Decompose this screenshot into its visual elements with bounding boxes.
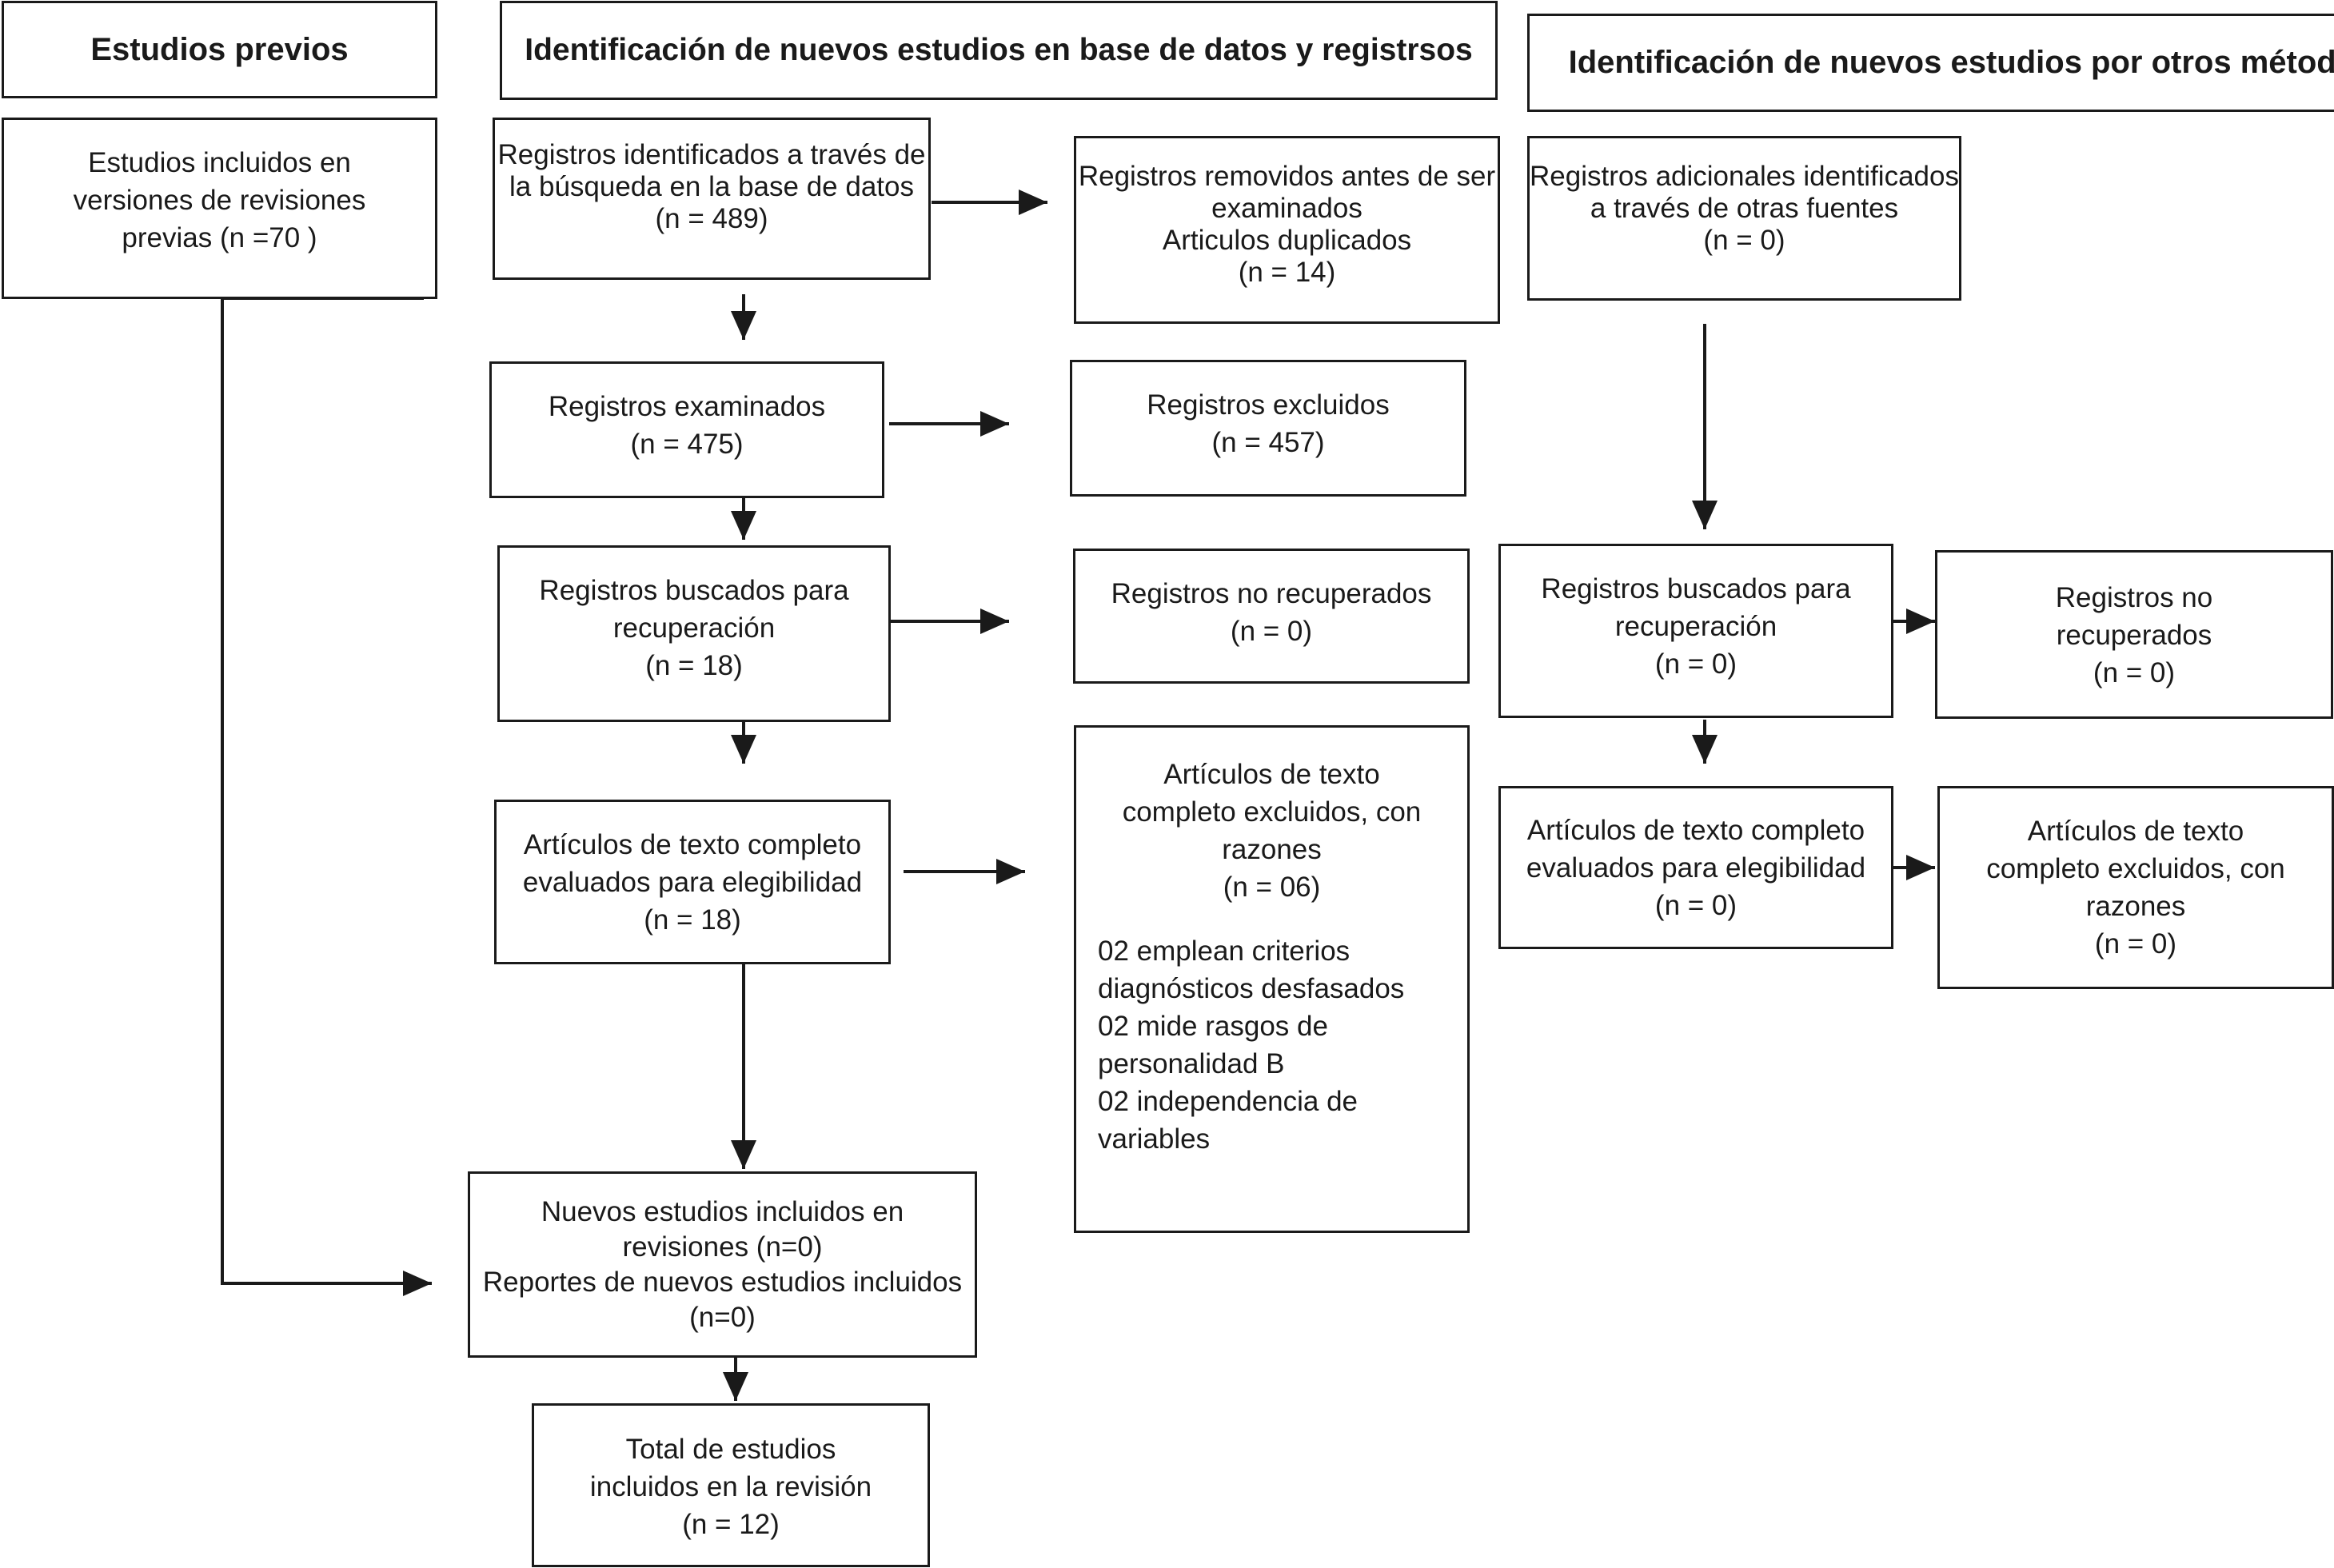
exclusion-reason: diagnósticos desfasados [1098, 973, 1405, 1004]
box-previous-included: Estudios incluidos en versiones de revis… [2, 118, 437, 299]
box-other-excluded: Artículos de texto completo excluidos, c… [1937, 786, 2334, 989]
exclusion-reason: 02 emplean criterios [1098, 936, 1351, 967]
box-db-fulltext-excluded: Artículos de texto completo excluidos, c… [1074, 725, 1470, 1233]
box-other-not-retrieved: Registros no recuperados (n = 0) [1935, 550, 2333, 719]
box-new-included: Nuevos estudios incluidos en revisiones … [468, 1171, 977, 1358]
box-db-sought: Registros buscados para recuperación (n … [497, 545, 891, 722]
box-other-assessed: Artículos de texto completo evaluados pa… [1498, 786, 1893, 949]
box-db-assessed: Artículos de texto completo evaluados pa… [494, 800, 891, 964]
exclusion-reason: 02 independencia de [1098, 1086, 1359, 1117]
exclusion-reason: 02 mide rasgos de [1098, 1011, 1328, 1042]
box-other-identified: Registros adicionales identificados a tr… [1527, 136, 1961, 301]
header-database-identification: Identificación de nuevos estudios en bas… [500, 1, 1498, 100]
box-db-removed: Registros removidos antes de ser examina… [1074, 136, 1500, 324]
box-db-identified: Registros identificados a través de la b… [493, 118, 931, 280]
exclusion-reasons-list: 02 emplean criterios diagnósticos desfas… [1076, 932, 1467, 1158]
box-other-sought: Registros buscados para recuperación (n … [1498, 544, 1893, 718]
box-db-not-retrieved: Registros no recuperados (n = 0) [1073, 549, 1470, 684]
exclusion-reason: variables [1098, 1123, 1211, 1155]
header-previous-studies: Estudios previos [2, 1, 437, 98]
box-db-excluded: Registros excluidos (n = 457) [1070, 360, 1466, 497]
arrow-previous-to-new-included [221, 297, 432, 1296]
box-db-screened: Registros examinados (n = 475) [489, 361, 884, 498]
exclusion-reason: personalidad B [1098, 1048, 1285, 1079]
box-total-included: Total de estudios incluidos en la revisi… [532, 1403, 930, 1567]
header-other-methods-identification: Identificación de nuevos estudios por ot… [1527, 14, 2334, 112]
